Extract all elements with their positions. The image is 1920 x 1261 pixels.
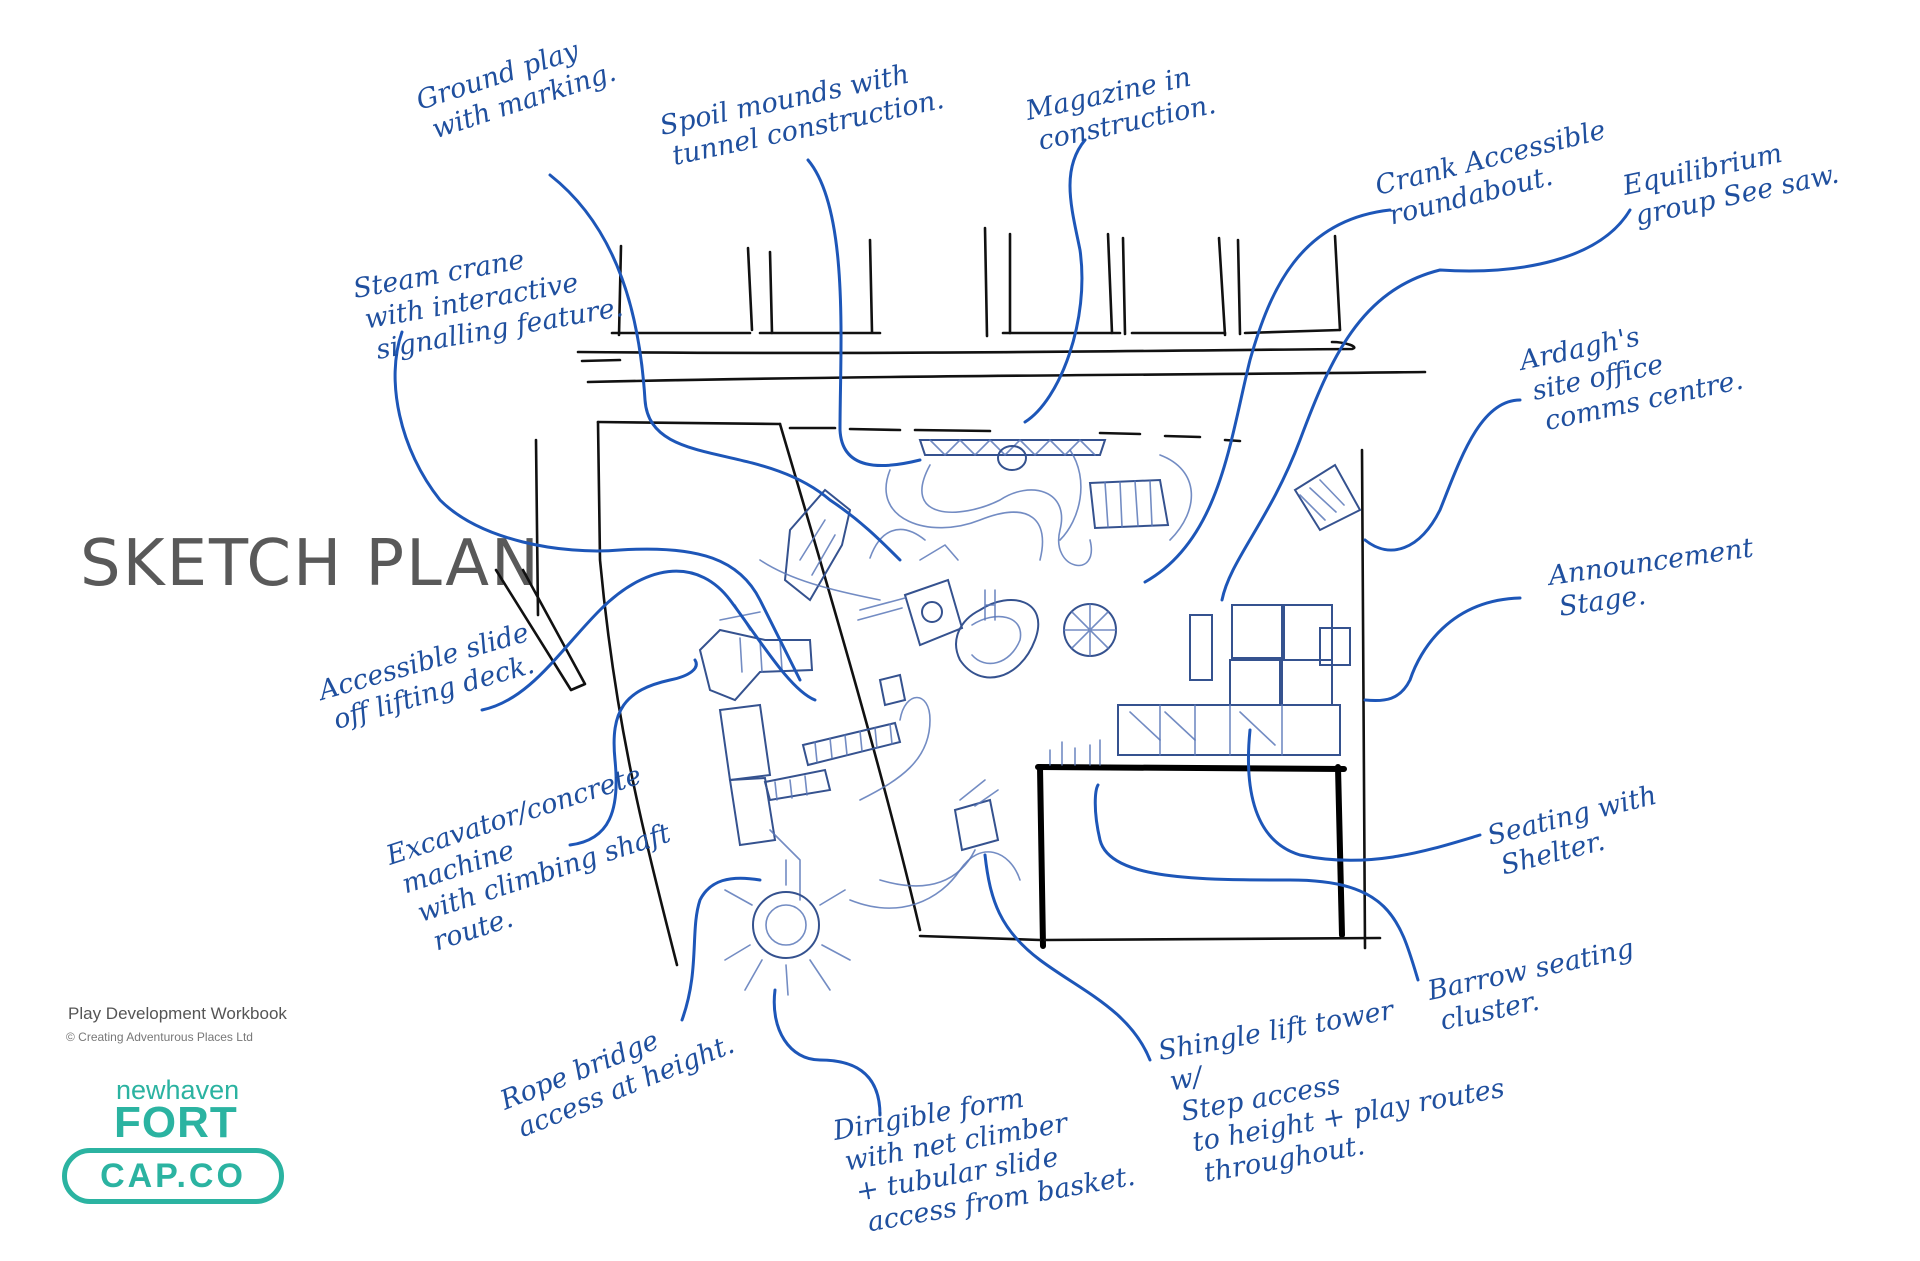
- label-crank-roundabout: Crank Accessibleroundabout.: [1372, 115, 1616, 233]
- leader-magazine: [1023, 138, 1087, 424]
- label-magazine: Magazine inconstruction.: [1022, 58, 1219, 159]
- leader-spoil-mounds: [806, 158, 922, 467]
- leader-ardaghs: [1363, 398, 1522, 552]
- label-equilibrium: Equilibriumgroup See saw.: [1619, 127, 1842, 233]
- copyright-note: © Creating Adventurous Places Ltd: [66, 1030, 253, 1044]
- leader-equilibrium: [1220, 208, 1632, 602]
- label-announcement: AnnouncementStage.: [1544, 533, 1760, 625]
- label-spoil-mounds: Spoil mounds withtunnel construction.: [657, 53, 947, 173]
- leader-steam-crane: [393, 330, 802, 682]
- shingle-tower-line: Shingle lift tower: [1156, 995, 1398, 1067]
- label-ground-play: Ground playwith marking.: [413, 26, 620, 147]
- label-accessible-slide: Accessible slideoff lifting deck.: [313, 617, 542, 738]
- leader-dirigible: [772, 988, 882, 1117]
- leader-announcement: [1363, 596, 1522, 703]
- label-barrow: Barrow seatingcluster.: [1424, 933, 1643, 1038]
- label-steam-crane: Steam cranewith interactivesignalling fe…: [351, 229, 626, 368]
- leader-rope-bridge: [680, 876, 762, 1022]
- newhaven-logo-text: newhaven: [116, 1075, 240, 1105]
- label-excavator: Excavator/concretemachinewith climbing s…: [382, 757, 685, 963]
- label-ardaghs: Ardagh'ssite officecomms centre.: [1514, 302, 1746, 440]
- label-rope-bridge: Rope bridgeaccess at height.: [495, 999, 739, 1146]
- shingle-tower-line: w/: [1167, 1061, 1207, 1098]
- announcement-stage-line: Announcement: [1544, 533, 1756, 593]
- leader-seating-shelter: [1247, 728, 1482, 862]
- fort-logo-text: FORT: [114, 1098, 238, 1147]
- leader-barrow: [1093, 783, 1420, 982]
- label-seating-shelter: Seating withShelter.: [1484, 780, 1667, 883]
- leader-shingle: [983, 853, 1152, 1062]
- capco-logo: CAP.CO: [62, 1148, 284, 1204]
- leader-accessible-slide: [480, 569, 817, 712]
- capco-logo-text: CAP.CO: [100, 1157, 246, 1195]
- leader-crank-roundabout: [1143, 208, 1392, 584]
- site-outline: [494, 226, 1427, 967]
- leader-excavator: [568, 658, 698, 847]
- leader-ground-play: [548, 173, 902, 562]
- annotations: Ground playwith marking. Spoil mounds wi…: [313, 26, 1842, 1238]
- sketch-plan-title: SKETCH PLAN: [80, 527, 541, 601]
- workbook-title: Play Development Workbook: [68, 1004, 287, 1023]
- annotation-leaders: [393, 138, 1632, 1117]
- play-equipment-sketch: [698, 439, 1362, 996]
